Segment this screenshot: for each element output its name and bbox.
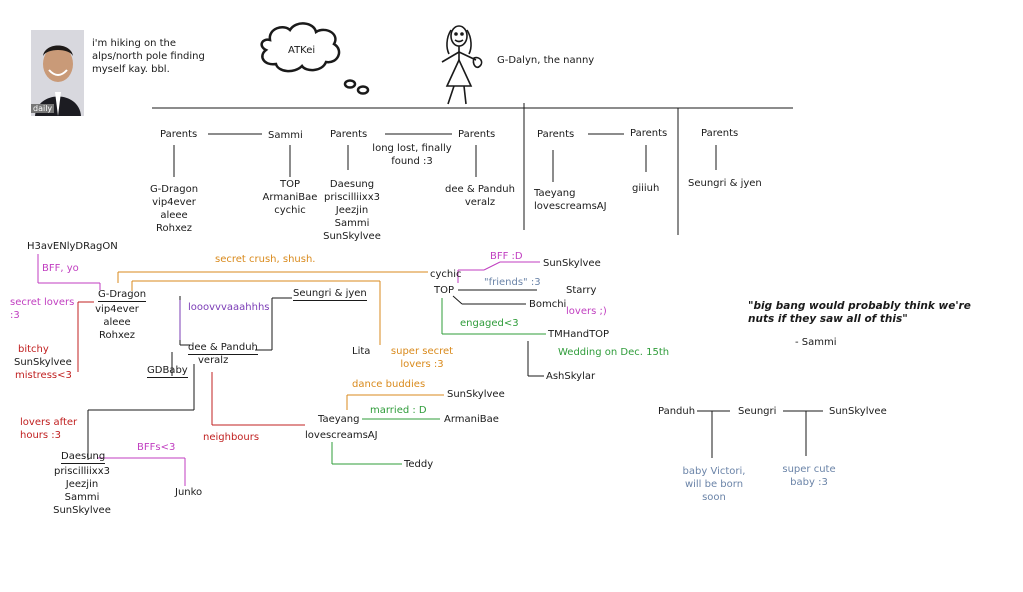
sunskylvee-label: SunSkylvee (543, 258, 601, 269)
parents-label: Parents (630, 128, 668, 139)
junko-label: Junko (175, 487, 203, 498)
sunskylvee-label: SunSkylvee (829, 406, 887, 417)
sunskylvee-label: SunSkylvee (14, 357, 72, 368)
children-list: G-Dragon vip4ever aleee Rohxez (149, 184, 199, 234)
child-name: Seungri & jyen (688, 178, 762, 189)
parent-name: Sammi (268, 130, 303, 141)
h3av-label: H3avENlyDRagON (27, 241, 118, 252)
top-label: TOP (434, 285, 455, 296)
sunskylvee-label: SunSkylvee (447, 389, 505, 400)
dee-panduh-label: dee & Panduh (188, 342, 258, 355)
super-secret-label: super secret lovers :3 (390, 346, 454, 370)
daesung-label: Daesung (61, 451, 106, 464)
gdragon-label: G-Dragon (98, 289, 147, 302)
parents-label: Parents (160, 129, 198, 140)
mistress-label: mistress<3 (15, 370, 72, 381)
secret-lovers-label: secret lovers :3 (10, 297, 75, 321)
bff-yo-label: BFF, yo (42, 263, 79, 274)
lovescreams-label: lovescreamsAJ (305, 430, 378, 441)
children-list: Daesung priscilliixx3 Jeezjin Sammi SunS… (323, 179, 381, 242)
lovers-after-label: lovers after hours :3 (20, 417, 78, 441)
bomchi-label: Bomchi (529, 299, 567, 310)
secret-crush-label: secret crush, shush. (215, 254, 316, 265)
wedding-label: Wedding on Dec. 15th (558, 347, 670, 358)
cychic-label: cychic (430, 269, 462, 280)
seungri-jyen-label: Seungri & jyen (293, 288, 367, 301)
baby-right-label: super cute baby :3 (782, 464, 836, 488)
looove-label: looovvvaaahhhs (188, 302, 270, 313)
veralz-label: veralz (198, 355, 229, 366)
ashskylar-label: AshSkylar (546, 371, 596, 382)
friends-label: "friends" :3 (484, 277, 541, 288)
married-label: married : D (370, 405, 427, 416)
children-list: TOP ArmaniBae cychic (262, 179, 318, 216)
status-text: i'm hiking on the alps/north pole findin… (92, 38, 205, 75)
dance-buddies-label: dance buddies (352, 379, 426, 390)
neighbours-label: neighbours (203, 432, 260, 443)
note-text: long lost, finally found :3 (372, 143, 452, 167)
bffs-label: BFFs<3 (137, 442, 176, 453)
thought-bubble-icon (260, 22, 370, 95)
child-name: giiiuh (632, 183, 660, 194)
children-list: dee & Panduh veralz (445, 184, 515, 208)
lita-label: Lita (352, 346, 371, 357)
parents-label: Parents (330, 129, 368, 140)
bff-d-label: BFF :D (490, 251, 523, 262)
lovers-label: lovers ;) (566, 306, 607, 317)
teddy-label: Teddy (404, 459, 434, 470)
panduh-label: Panduh (658, 406, 696, 417)
parents-label: Parents (458, 129, 496, 140)
children-list: Taeyang lovescreamsAJ (534, 188, 607, 212)
parents-label: Parents (701, 128, 739, 139)
tmhandtop-label: TMHandTOP (548, 329, 610, 340)
quote-text: "big bang would probably think we're nut… (748, 300, 971, 325)
stick-figure-icon (441, 25, 483, 105)
daesung-group-list: priscilliixx3 Jeezjin Sammi SunSkylvee (53, 466, 111, 516)
parents-label: Parents (537, 129, 575, 140)
taeyang-label: Taeyang (318, 414, 360, 425)
starry-label: Starry (566, 285, 597, 296)
thought-text: ATKei (288, 45, 316, 56)
bitchy-label: bitchy (18, 344, 49, 355)
top-bomchi-link (452, 295, 463, 305)
gdbaby-label: GDBaby (147, 365, 188, 378)
seungri-label: Seungri (738, 406, 777, 417)
photo-tag: daily (31, 104, 55, 113)
quote-author: - Sammi (795, 337, 837, 348)
avatar: daily (31, 30, 84, 116)
engaged-label: engaged<3 (460, 318, 519, 329)
person-photo-icon (31, 30, 84, 116)
gd-group-list: vip4ever aleee Rohxez (95, 304, 139, 341)
armanibae-label: ArmaniBae (444, 414, 499, 425)
baby-left-label: baby Victori, will be born soon (682, 466, 746, 503)
nanny-label: G-Dalyn, the nanny (497, 55, 595, 66)
